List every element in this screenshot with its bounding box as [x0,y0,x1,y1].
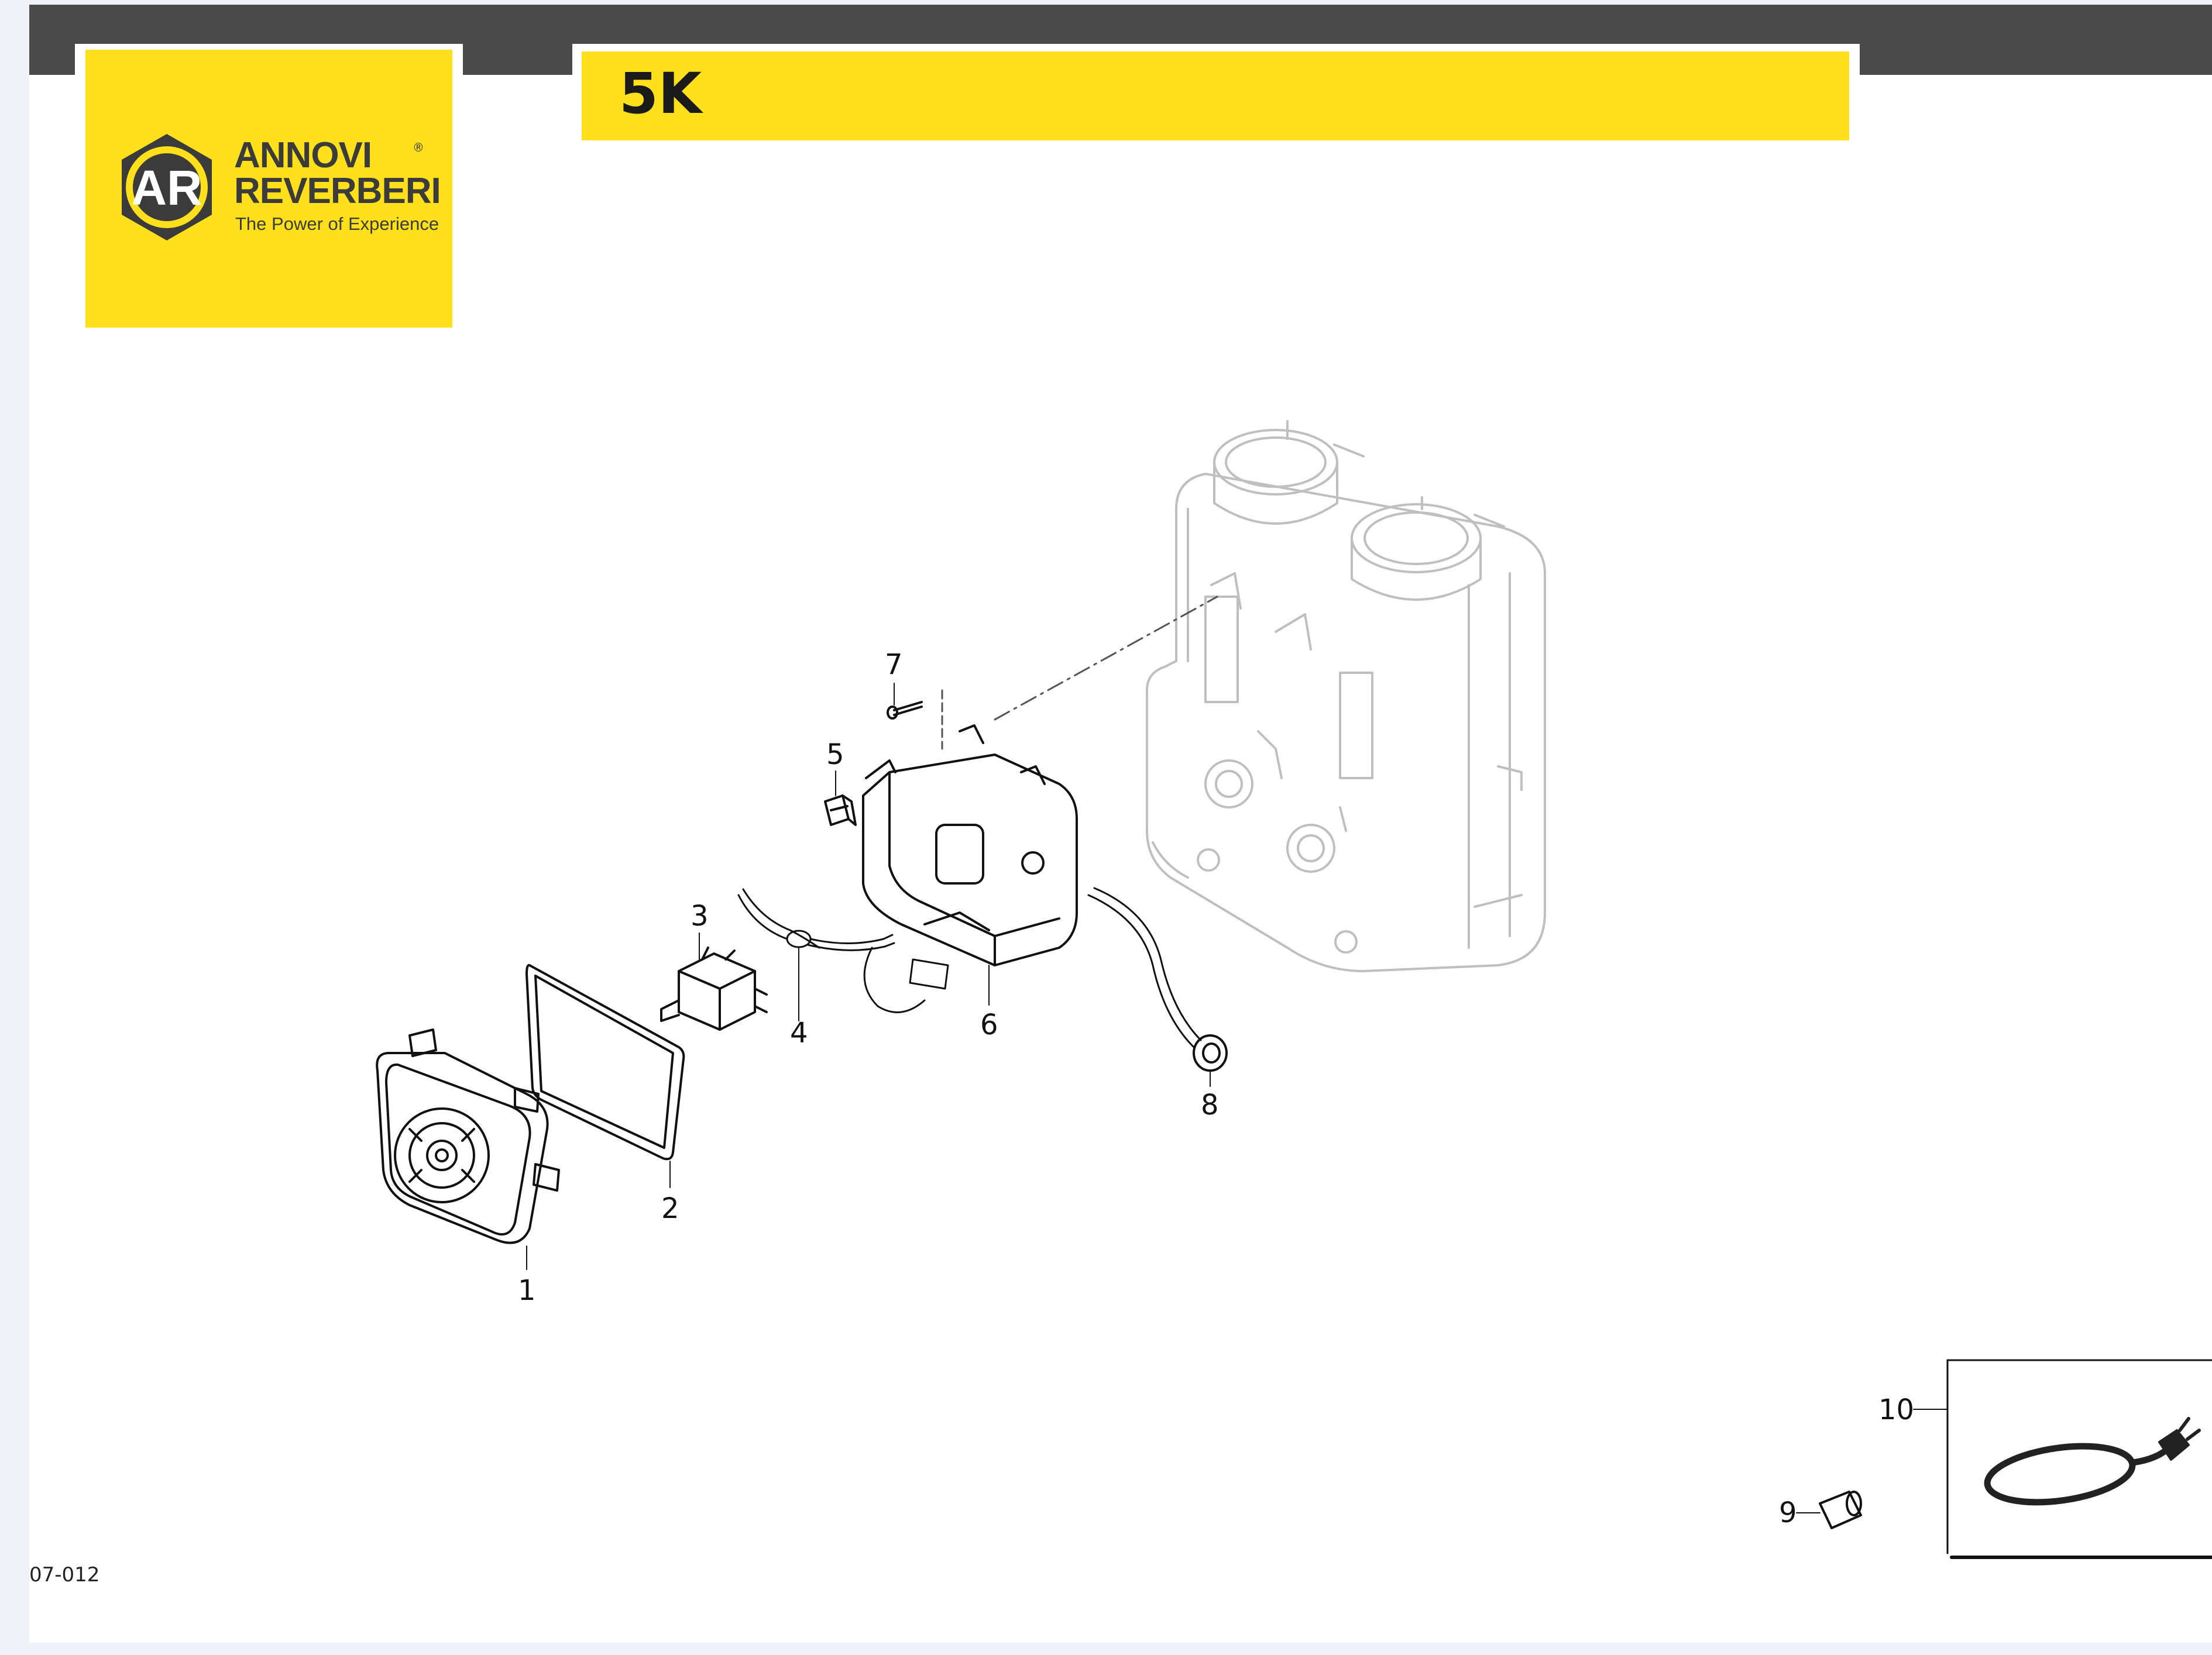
part-3-rotary-switch-drawing [660,947,768,1031]
part-10-power-cord-drawing [1946,1359,2212,1559]
brand-tagline: The Power of Experience [235,214,439,234]
callout-1: 1 [518,1274,536,1307]
callout-8: 8 [1201,1089,1219,1121]
ar-logo-icon: AR [122,134,212,240]
title-panel [582,51,1849,140]
callout-7: 7 [885,648,903,681]
callout-2: 2 [661,1192,679,1225]
model-title: 5K [619,61,702,126]
tank-unit-drawing [1146,420,1546,972]
brand-name-line2: REVERBERI [234,171,441,211]
drawing-code: 07-012 [29,1563,100,1587]
registered-mark: ® [413,140,424,154]
callout-9: 9 [1779,1496,1797,1529]
callout-4: 4 [790,1017,808,1050]
callout-6: 6 [980,1009,998,1041]
callout-leaders [526,683,1948,1513]
assembly-axis-line [994,596,1218,721]
callout-10: 10 [1878,1393,1914,1426]
brand-name-line1: ANNOVI [234,135,372,176]
part-2-gasket-drawing [525,964,685,1161]
part-9-sleeve-drawing [1819,1491,1862,1529]
part-6-control-box-drawing [862,724,1078,966]
logo-letters: AR [131,160,202,215]
part-8-grommet-drawing [1087,887,1228,1072]
part-5-clip-drawing [824,794,857,826]
callout-5: 5 [826,738,844,771]
part-4-thermostat-drawing [737,888,949,1013]
part-1-front-panel-drawing [376,1028,560,1244]
part-7-screw-drawing [887,701,923,720]
callout-3: 3 [691,900,709,933]
